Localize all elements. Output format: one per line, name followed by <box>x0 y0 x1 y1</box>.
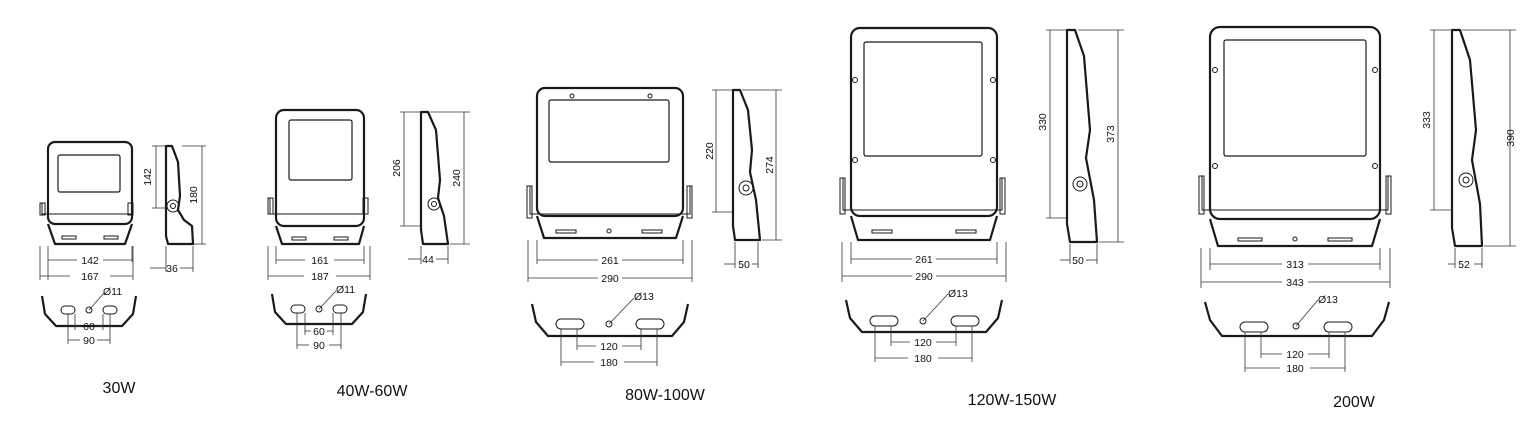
dim-bracket-width-200w: 343 <box>1286 277 1304 289</box>
dim-lamp-height-200w: 333 <box>1421 111 1433 129</box>
dim-depth-30w: 36 <box>166 263 178 275</box>
caption-80w-100w: 80W-100W <box>625 387 706 404</box>
caption-40w-60w: 40W-60W <box>337 383 409 400</box>
dim-total-height-40w-60w: 240 <box>451 169 463 187</box>
dim-total-height-80w-100w: 274 <box>764 156 776 174</box>
dim-depth-40w-60w: 44 <box>422 254 434 266</box>
dim-depth-120w-150w: 50 <box>1072 255 1084 267</box>
model-200w: 313 343 333 390 52 <box>1198 25 1517 411</box>
dim-depth-200w: 52 <box>1458 259 1470 271</box>
bracket-view-120w-150w: Ø13 120 180 <box>844 288 1004 365</box>
dim-lamp-height-80w-100w: 220 <box>704 142 716 160</box>
dim-front-width-200w: 313 <box>1286 259 1304 271</box>
caption-120w-150w: 120W-150W <box>968 392 1058 409</box>
dim-total-height-30w: 180 <box>188 186 200 204</box>
dim-bracket-outer-120w-150w: 180 <box>914 353 932 365</box>
dim-hole-120w-150w: Ø13 <box>948 288 968 300</box>
front-view-80w-100w: 261 290 <box>526 86 693 285</box>
dim-total-height-200w: 390 <box>1505 129 1517 147</box>
side-view-80w-100w: 220 274 50 <box>704 88 782 271</box>
dim-total-height-120w-150w: 373 <box>1105 125 1117 143</box>
dim-front-width-40w-60w: 161 <box>311 255 329 267</box>
dim-front-width-80w-100w: 261 <box>601 255 619 267</box>
dim-lamp-height-30w: 142 <box>142 168 154 186</box>
dim-bracket-inner-120w-150w: 120 <box>914 337 932 349</box>
front-view-200w: 313 343 <box>1198 25 1392 289</box>
model-120w-150w: 261 290 330 373 50 <box>839 26 1124 409</box>
caption-30w: 30W <box>103 380 137 397</box>
caption-200w: 200W <box>1333 394 1376 411</box>
dim-front-width-30w: 142 <box>81 255 99 267</box>
dim-depth-80w-100w: 50 <box>738 259 750 271</box>
dim-hole-40w-60w: Ø11 <box>336 284 355 296</box>
dim-bracket-width-40w-60w: 187 <box>311 271 329 283</box>
bracket-view-30w: Ø11 60 90 <box>40 286 138 347</box>
dim-bracket-inner-80w-100w: 120 <box>600 341 618 353</box>
dim-bracket-width-120w-150w: 290 <box>915 271 933 283</box>
dim-hole-80w-100w: Ø13 <box>634 291 654 303</box>
dim-lamp-height-40w-60w: 206 <box>391 159 403 177</box>
front-view-30w: 142 167 <box>39 140 134 283</box>
dim-front-width-120w-150w: 261 <box>915 254 933 266</box>
bracket-view-40w-60w: Ø11 60 90 <box>270 284 368 352</box>
front-view-40w-60w: 161 187 <box>267 108 371 283</box>
dim-bracket-inner-200w: 120 <box>1286 349 1304 361</box>
model-40w-60w: 161 187 206 240 44 <box>267 108 470 400</box>
dim-bracket-inner-30w: 60 <box>83 321 95 333</box>
front-view-120w-150w: 261 290 <box>839 26 1007 283</box>
model-30w: 142 167 142 180 36 <box>39 140 206 397</box>
dim-lamp-height-120w-150w: 330 <box>1037 113 1049 131</box>
bracket-view-200w: Ø13 120 180 <box>1203 294 1391 375</box>
model-80w-100w: 261 290 220 274 50 <box>526 86 782 404</box>
dim-bracket-outer-200w: 180 <box>1286 363 1304 375</box>
dim-hole-30w: Ø11 <box>103 286 122 298</box>
side-view-200w: 333 390 52 <box>1421 28 1517 271</box>
side-view-40w-60w: 206 240 44 <box>391 110 470 266</box>
dim-bracket-outer-40w-60w: 90 <box>313 340 325 352</box>
dim-bracket-outer-30w: 90 <box>83 335 95 347</box>
dim-bracket-outer-80w-100w: 180 <box>600 357 618 369</box>
dim-bracket-width-30w: 167 <box>81 271 99 283</box>
bracket-view-80w-100w: Ø13 120 180 <box>530 291 690 369</box>
dim-bracket-width-80w-100w: 290 <box>601 273 619 285</box>
side-view-30w: 142 180 36 <box>142 144 206 275</box>
dim-hole-200w: Ø13 <box>1318 294 1338 306</box>
dim-bracket-inner-40w-60w: 60 <box>313 326 325 338</box>
side-view-120w-150w: 330 373 50 <box>1037 28 1124 267</box>
